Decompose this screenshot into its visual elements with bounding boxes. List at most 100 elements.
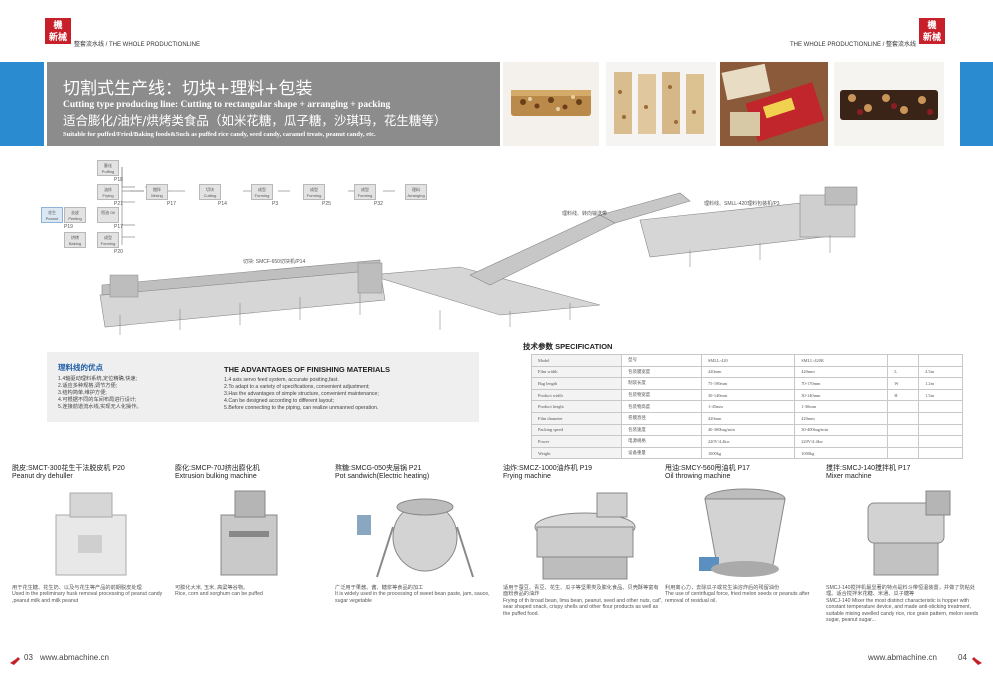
flow-label-p17-oil: P17 xyxy=(114,224,123,230)
spec-cell: 1-30mm xyxy=(794,400,889,413)
pot-image xyxy=(357,498,474,578)
spec-cell: H xyxy=(887,388,920,402)
flow-box-forming-3: 成型 Forming xyxy=(354,184,376,200)
accent-bar-left xyxy=(0,62,44,146)
page-number-left: 03 xyxy=(24,653,33,662)
spec-cell: SMLL-420K xyxy=(794,354,889,367)
machine-oil-thrower: 甩油:SMCY-560甩油机 P17 Oil throwing machine … xyxy=(665,465,823,604)
flow-box-oil: 甩油 Oil xyxy=(97,207,119,223)
flow-label-p21: P21 xyxy=(114,201,123,207)
flow-label-p20: P20 xyxy=(114,249,123,255)
wrench-icon-left xyxy=(10,652,20,665)
banner-subtitle-cn: 适合膨化/油炸/烘烤类食品（如米花糖，瓜子糖，沙琪玛，花生糖等） xyxy=(63,113,447,128)
spec-cell: 1.5m xyxy=(918,388,963,402)
spec-cell xyxy=(918,411,963,425)
advantages-cn-title: 理料线的优点 xyxy=(58,363,103,372)
spec-cell: Packing speed xyxy=(530,423,623,437)
spec-cell: Bag length xyxy=(530,377,623,390)
advantages-box: 理料线的优点 1.4轴驱动理料系统,定位精确,快速; 2.适应多种规格,调节方便… xyxy=(47,352,479,422)
spec-cell: 设备重量 xyxy=(621,446,702,460)
machine-title-en: Extrusion bulking machine xyxy=(175,473,257,480)
machine-desc: SMCJ-140搅拌机最显著的特点是料斗带恒温装置，并做了防粘处理。适合搅拌米花… xyxy=(826,585,979,624)
advantage-en-item: 2.To adapt to a variety of specification… xyxy=(224,384,370,390)
product-photo-1 xyxy=(503,62,599,146)
advantage-en-item: 5.Before connecting to the piping, can r… xyxy=(224,405,379,411)
url-right[interactable]: www.abmachine.cn xyxy=(868,653,937,662)
machine-title-en: Oil throwing machine xyxy=(665,473,731,480)
label-packer: 理料线、SMLL-420理料包装机/P3 xyxy=(704,201,780,207)
machine-title-en: Pot sandwich(Electric heating) xyxy=(335,473,430,480)
spec-cell xyxy=(918,423,963,437)
url-left[interactable]: www.abmachine.cn xyxy=(40,653,109,662)
wrench-icon-right xyxy=(972,652,982,665)
spec-cell: 420mm xyxy=(700,365,796,379)
banner-subtitle-en: Suitable for puffed/Fried/Baking foods&S… xyxy=(63,131,376,138)
spec-cell xyxy=(887,446,920,460)
machine-extruder: 膨化:SMCP-70J挤出膨化机 Extrusion bulking machi… xyxy=(175,465,330,597)
advantages-cn: 理料线的优点 1.4轴驱动理料系统,定位精确,快速; 2.适应多种规格,调节方便… xyxy=(58,362,218,411)
advantages-en: THE ADVANTAGES OF FINISHING MATERIALS 1.… xyxy=(224,365,474,412)
mixer-image xyxy=(867,490,951,576)
spec-cell: Film diameter xyxy=(530,411,623,425)
spec-cell xyxy=(887,435,920,448)
flow-label-p19: P19 xyxy=(64,224,73,230)
machine-title-en: Frying machine xyxy=(503,473,551,480)
spec-cell xyxy=(887,423,920,437)
product-photo-4 xyxy=(834,62,944,146)
spec-cell: 420mm xyxy=(794,411,889,425)
spec-cell: 1.2m xyxy=(918,377,963,390)
advantage-cn-item: 3.结构简单,维护方便; xyxy=(58,390,107,396)
product-photo-3 xyxy=(720,62,828,146)
spec-cell: 包装物宽度 xyxy=(621,388,702,402)
spec-cell: 75-190mm xyxy=(700,377,796,390)
flow-box-mixing: 搅拌 Mixing xyxy=(146,184,168,200)
flow-label-p14: P14 xyxy=(218,201,227,207)
flow-label-p32: P32 xyxy=(374,201,383,207)
spec-cell xyxy=(918,435,963,448)
spec-cell: 电源规格 xyxy=(621,435,702,448)
spec-cell xyxy=(887,354,920,367)
banner-title-en: Cutting type producing line: Cutting to … xyxy=(63,100,391,110)
machine-dehuller: 脱皮:SMCT-300花生干法脱皮机 P20 Peanut dry dehull… xyxy=(12,465,170,604)
flow-box-arranging: 理料 Arranging xyxy=(405,184,427,200)
spec-cell: Product width xyxy=(530,388,623,402)
machine-title-en: Peanut dry dehuller xyxy=(12,473,73,480)
spec-cell: 420mm xyxy=(700,411,796,425)
fryer-image xyxy=(534,492,636,580)
advantage-en-item: 1.4 axis servo feed system, accurate pos… xyxy=(224,377,339,383)
logo-left: 機新械 xyxy=(45,18,71,44)
spec-cell: Weight xyxy=(530,446,623,460)
machine-fryer: 油炸:SMCZ-1000油炸机 P19 Frying machine 适用于蚕豆… xyxy=(503,465,663,617)
spec-cell: 包装膜宽度 xyxy=(621,365,702,379)
extruder-image xyxy=(220,490,278,576)
spec-cell: 制袋长度 xyxy=(621,377,702,390)
spec-cell: 型号 xyxy=(621,354,702,367)
advantages-en-title: THE ADVANTAGES OF FINISHING MATERIALS xyxy=(224,365,390,374)
spec-cell: SMLL-420 xyxy=(700,354,796,367)
flow-box-puffing: 膨化 Puffing xyxy=(97,160,119,176)
spec-cell xyxy=(918,446,963,460)
spec-cell: 包装速度 xyxy=(621,423,702,437)
spec-title: 技术参数 SPECIFICATION xyxy=(523,342,613,351)
spec-cell: Product height xyxy=(530,400,623,413)
machine-desc: 可膨化大米, 玉米, 高粱等谷物。Rice, corn and sorghum … xyxy=(175,585,263,598)
advantage-en-item: 4.Can be designed according to different… xyxy=(224,398,335,404)
page-number-right: 04 xyxy=(958,653,967,662)
accent-bar-right xyxy=(960,62,993,146)
spec-cell: 220V/4.4kw xyxy=(794,435,889,448)
machine-title-cn: 熬糖:SMCG-050夹层锅 P21 xyxy=(335,465,422,472)
flow-box-baking: 烘烤 Baking xyxy=(64,232,86,248)
advantage-cn-item: 2.适应多种规格,调节方便; xyxy=(58,383,118,389)
